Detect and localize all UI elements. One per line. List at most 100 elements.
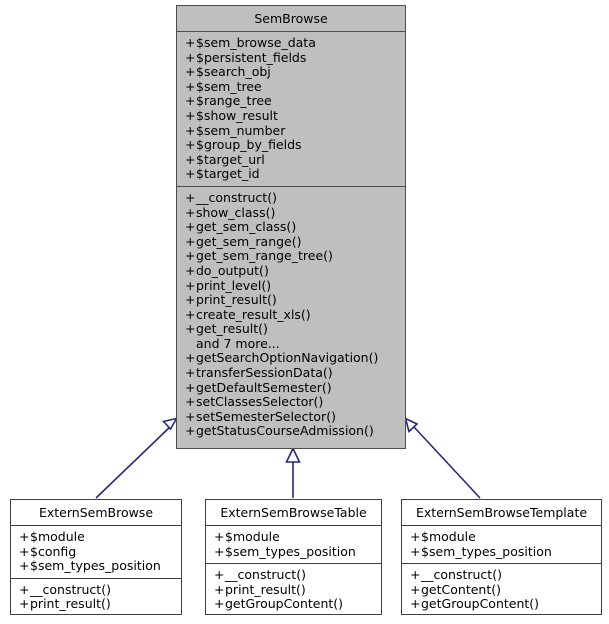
attribute-label: $search_obj bbox=[196, 64, 271, 80]
attribute-label: $sem_types_position bbox=[225, 543, 356, 559]
method-row: +getContent() bbox=[410, 581, 599, 598]
method-label: __construct() bbox=[225, 567, 306, 583]
attributes-compartment-externsembrowsetemplate: +$module +$sem_types_position bbox=[402, 526, 601, 563]
attribute-row: +$group_by_fields bbox=[185, 137, 403, 153]
compartment-divider bbox=[11, 577, 181, 579]
method-row: +print_result() bbox=[214, 581, 379, 598]
visibility-marker: + bbox=[410, 567, 421, 583]
visibility-marker: + bbox=[185, 49, 196, 65]
attribute-label: $range_tree bbox=[196, 93, 272, 109]
method-row: +transferSessionData() bbox=[185, 365, 403, 381]
methods-compartment-sembrowse: +__construct() +show_class() +get_sem_cl… bbox=[177, 187, 405, 443]
attribute-row: +$show_result bbox=[185, 107, 403, 124]
method-label: setClassesSelector() bbox=[196, 394, 324, 410]
method-label: getGroupContent() bbox=[421, 596, 540, 612]
visibility-marker: + bbox=[185, 189, 196, 205]
visibility-marker: + bbox=[185, 78, 196, 94]
class-name-externsembrowsetable: ExternSemBrowseTable bbox=[220, 505, 367, 520]
method-row: +setClassesSelector() bbox=[185, 394, 403, 410]
method-label: show_class() bbox=[196, 204, 276, 220]
attribute-row: +$module bbox=[19, 529, 179, 545]
method-row: +print_level() bbox=[185, 278, 403, 294]
method-row: +print_result() bbox=[185, 292, 403, 308]
attribute-row: +$sem_types_position bbox=[214, 543, 379, 560]
compartment-divider bbox=[11, 525, 181, 526]
visibility-marker: + bbox=[185, 204, 196, 220]
generalization-arrow-externsembrowse bbox=[95, 417, 179, 499]
visibility-marker: + bbox=[185, 292, 196, 308]
method-row: +getSearchOptionNavigation() bbox=[185, 351, 403, 366]
method-label: get_sem_range_tree() bbox=[196, 248, 333, 264]
class-box-externsembrowse[interactable]: ExternSemBrowse +$module +$config +$sem_… bbox=[10, 499, 182, 615]
method-row: +getStatusCourseAdmission() bbox=[185, 424, 403, 439]
compartment-divider bbox=[402, 563, 601, 565]
class-name-externsembrowsetemplate: ExternSemBrowseTemplate bbox=[415, 505, 588, 520]
method-row: +get_result() bbox=[185, 321, 403, 337]
visibility-marker: + bbox=[185, 137, 196, 153]
method-row: +print_result() bbox=[19, 597, 179, 612]
more-members-label: and 7 more... bbox=[196, 335, 280, 351]
method-row: +do_output() bbox=[185, 262, 403, 279]
method-label: print_result() bbox=[30, 596, 111, 612]
method-row: +__construct() bbox=[185, 189, 403, 206]
attribute-label: $show_result bbox=[196, 107, 278, 123]
attribute-row: +$sem_types_position bbox=[19, 558, 179, 574]
visibility-marker: + bbox=[185, 93, 196, 109]
method-row: +show_class() bbox=[185, 204, 403, 221]
methods-compartment-externsembrowsetable: +__construct() +print_result() +getGroup… bbox=[206, 564, 381, 616]
visibility-marker: + bbox=[185, 151, 196, 167]
visibility-marker: + bbox=[214, 567, 225, 583]
attribute-label: $module bbox=[30, 529, 85, 544]
visibility-marker: + bbox=[185, 321, 196, 337]
attributes-compartment-sembrowse: +$sem_browse_data +$persistent_fields +$… bbox=[177, 32, 405, 186]
visibility-marker: + bbox=[410, 543, 421, 559]
attribute-row: +$search_obj bbox=[185, 64, 403, 80]
attribute-label: $module bbox=[421, 529, 476, 544]
attribute-row: +$module bbox=[410, 529, 599, 545]
attribute-row: +$sem_tree bbox=[185, 78, 403, 95]
visibility-marker: + bbox=[185, 262, 196, 278]
visibility-marker: + bbox=[214, 529, 225, 544]
method-label: get_result() bbox=[196, 321, 268, 337]
visibility-marker: + bbox=[185, 350, 196, 366]
compartment-divider bbox=[206, 563, 381, 565]
class-box-sembrowse[interactable]: SemBrowse +$sem_browse_data +$persistent… bbox=[176, 5, 406, 449]
method-label: getDefaultSemester() bbox=[196, 379, 332, 395]
method-label: __construct() bbox=[196, 189, 277, 205]
attribute-row: +$target_id bbox=[185, 167, 403, 182]
more-members-note: and 7 more... bbox=[185, 335, 403, 352]
visibility-marker: + bbox=[185, 64, 196, 80]
method-row: +get_sem_range_tree() bbox=[185, 249, 403, 264]
method-label: getContent() bbox=[421, 581, 501, 597]
attribute-row: +$sem_number bbox=[185, 122, 403, 139]
visibility-marker: + bbox=[19, 558, 30, 574]
method-row: +getGroupContent() bbox=[214, 597, 379, 612]
method-row: +create_result_xls() bbox=[185, 306, 403, 323]
attribute-label: $sem_browse_data bbox=[196, 35, 316, 50]
method-label: getGroupContent() bbox=[225, 596, 344, 612]
attribute-label: $module bbox=[225, 529, 280, 544]
attribute-label: $persistent_fields bbox=[196, 49, 307, 65]
visibility-marker: + bbox=[185, 122, 196, 138]
attribute-row: +$target_url bbox=[185, 151, 403, 168]
class-box-externsembrowsetemplate[interactable]: ExternSemBrowseTemplate +$module +$sem_t… bbox=[401, 499, 602, 615]
visibility-marker: + bbox=[19, 596, 30, 612]
compartment-divider bbox=[206, 525, 381, 526]
method-label: get_sem_class() bbox=[196, 219, 297, 235]
method-label: setSemesterSelector() bbox=[196, 408, 336, 424]
method-row: +__construct() bbox=[19, 582, 179, 598]
method-label: print_result() bbox=[225, 581, 306, 597]
attribute-label: $sem_tree bbox=[196, 78, 262, 94]
class-box-externsembrowsetable[interactable]: ExternSemBrowseTable +$module +$sem_type… bbox=[205, 499, 382, 615]
methods-compartment-externsembrowsetemplate: +__construct() +getContent() +getGroupCo… bbox=[402, 564, 601, 616]
attribute-row: +$persistent_fields bbox=[185, 49, 403, 66]
visibility-marker: + bbox=[185, 394, 196, 410]
method-label: do_output() bbox=[196, 262, 269, 278]
visibility-marker: + bbox=[410, 596, 421, 612]
method-label: create_result_xls() bbox=[196, 306, 311, 322]
compartment-divider bbox=[177, 31, 405, 32]
method-row: +getGroupContent() bbox=[410, 597, 599, 612]
visibility-marker: + bbox=[19, 543, 30, 559]
visibility-marker: + bbox=[185, 306, 196, 322]
